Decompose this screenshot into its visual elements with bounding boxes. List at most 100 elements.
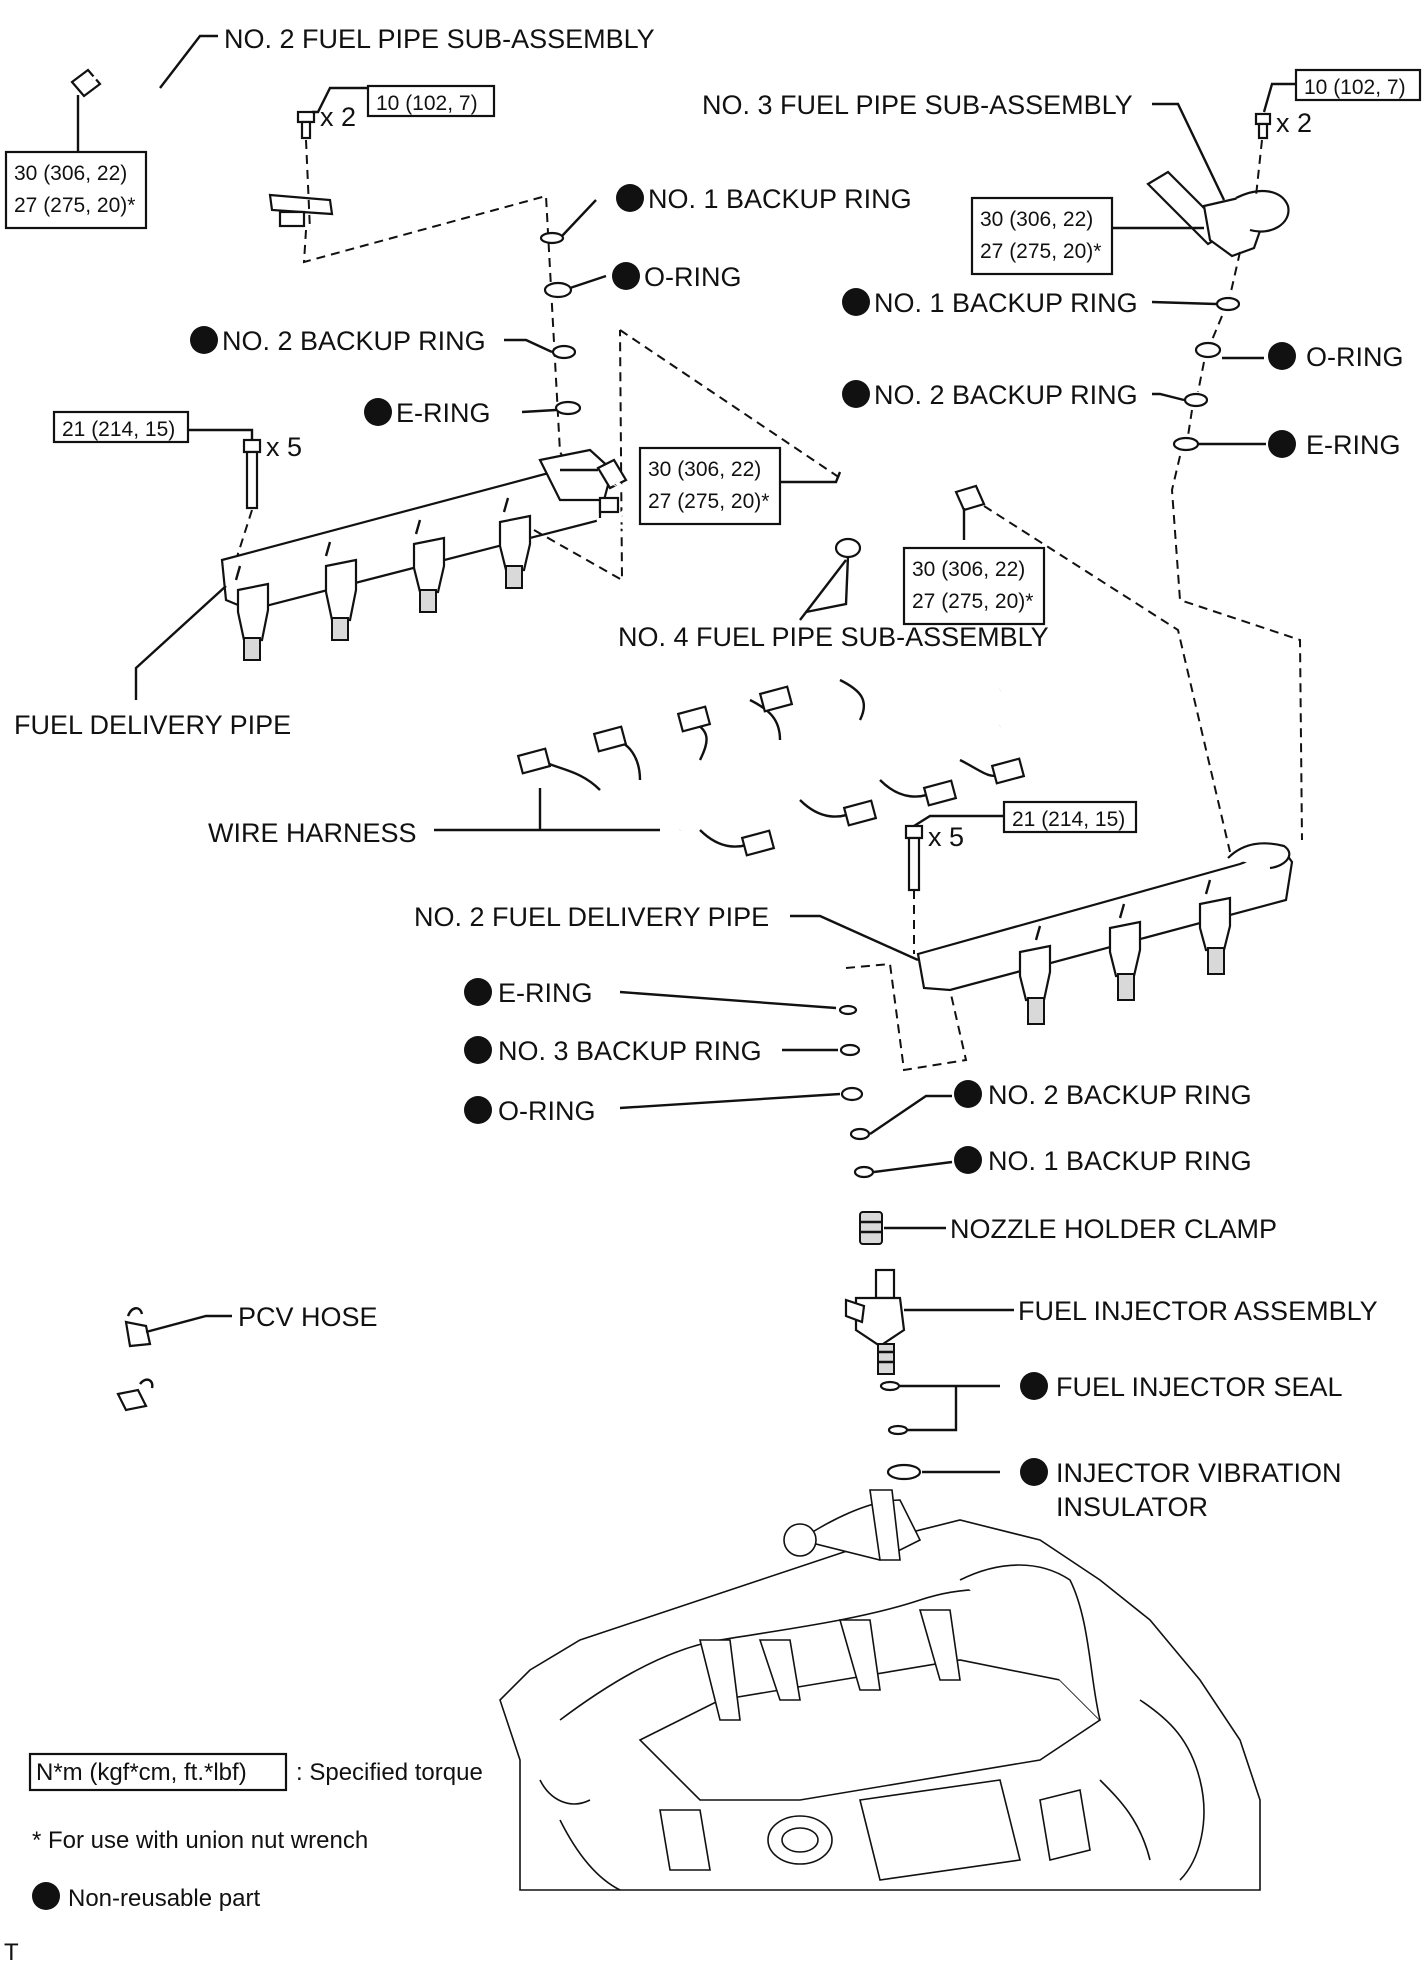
- leader-no3-fuel-pipe: [1152, 102, 1226, 201]
- legend-torque-box: [28, 1752, 288, 1792]
- torque-box-21-left: [52, 410, 190, 444]
- label-fuel-injector-seal: FUEL INJECTOR SEAL: [1056, 1372, 1343, 1402]
- e-ring-part: [838, 1004, 858, 1016]
- label-injector-vibration-insulator-1: INJECTOR VIBRATION: [1056, 1458, 1342, 1488]
- label-wire-harness: WIRE HARNESS: [208, 818, 417, 848]
- no2-backup-ring-part: [551, 344, 577, 360]
- label-fuel-delivery-pipe: FUEL DELIVERY PIPE: [14, 710, 291, 740]
- torque-union-a-left: 30 (306, 22): [14, 162, 127, 185]
- e-ring-part: [1172, 436, 1200, 452]
- label-no4-fuel-pipe: NO. 4 FUEL PIPE SUB-ASSEMBLY: [618, 622, 1049, 652]
- non-reusable-icon: [1268, 430, 1296, 458]
- fuel-injector-seal-part-2: [887, 1424, 909, 1436]
- non-reusable-icon: [1020, 1372, 1048, 1400]
- label-e-ring-left: E-RING: [396, 398, 491, 428]
- non-reusable-icon: [842, 288, 870, 316]
- fuel-injector-seal-part: [879, 1380, 901, 1392]
- legend-non-reusable: Non-reusable part: [68, 1885, 260, 1912]
- quantity-x5-right: x 5: [928, 822, 964, 852]
- no2-backup-ring-part: [849, 1127, 871, 1141]
- non-reusable-icon: [464, 1096, 492, 1124]
- torque-union-b-center-a: 27 (275, 20)*: [648, 490, 769, 513]
- label-no2-fuel-pipe: NO. 2 FUEL PIPE SUB-ASSEMBLY: [224, 24, 655, 54]
- e-ring-part: [554, 400, 582, 416]
- label-no1-backup-ring-lower: NO. 1 BACKUP RING: [988, 1146, 1252, 1176]
- label-e-ring-right: E-RING: [1306, 430, 1401, 460]
- label-o-ring-lower: O-RING: [498, 1096, 596, 1126]
- pcv-hose-part: [69, 1307, 154, 1412]
- injector-vibration-insulator-part: [886, 1463, 922, 1481]
- torque-box-union-left: [4, 150, 148, 230]
- label-no2-backup-ring-left: NO. 2 BACKUP RING: [222, 326, 486, 356]
- label-o-ring-right: O-RING: [1306, 342, 1404, 372]
- bolt-icon: [1254, 112, 1272, 140]
- wire-harness-part: [516, 678, 1026, 857]
- label-no1-backup-ring-left: NO. 1 BACKUP RING: [648, 184, 912, 214]
- non-reusable-icon: [954, 1146, 982, 1174]
- torque-box-10-left: [366, 84, 496, 118]
- torque-box-21-right: [1002, 800, 1138, 834]
- legend-torque-desc: : Specified torque: [296, 1759, 483, 1786]
- bolt-icon: [296, 110, 316, 140]
- bolt-icon: [904, 824, 924, 892]
- torque-21-left: 21 (214, 15): [62, 418, 175, 441]
- non-reusable-icon: [364, 398, 392, 426]
- torque-union-b-right: 27 (275, 20)*: [980, 240, 1101, 263]
- non-reusable-icon: [190, 326, 218, 354]
- no1-backup-ring-part: [853, 1165, 875, 1179]
- bolt-icon: [242, 438, 262, 510]
- torque-21-right: 21 (214, 15): [1012, 808, 1125, 831]
- non-reusable-icon: [954, 1080, 982, 1108]
- non-reusable-icon: [842, 380, 870, 408]
- fuel-delivery-pipe-part: [220, 448, 620, 661]
- label-pcv-hose: PCV HOSE: [238, 1302, 378, 1332]
- torque-union-a-center-a: 30 (306, 22): [648, 458, 761, 481]
- non-reusable-icon: [464, 978, 492, 1006]
- quantity-x2-left: x 2: [320, 102, 356, 132]
- torque-union-b-center-b: 27 (275, 20)*: [912, 590, 1033, 613]
- no3-backup-ring-part: [839, 1043, 861, 1057]
- o-ring-part: [840, 1086, 864, 1102]
- torque-box-union-center-a: [638, 446, 782, 526]
- torque-box-10-right: [1294, 68, 1422, 102]
- nozzle-holder-clamp-part: [859, 1211, 883, 1245]
- no1-backup-ring-part: [1215, 296, 1241, 312]
- no3-fuel-pipe-part: [1146, 170, 1290, 258]
- legend-torque-unit: N*m (kgf*cm, ft.*lbf): [36, 1759, 247, 1786]
- torque-union-a-right: 30 (306, 22): [980, 208, 1093, 231]
- leader-no2-fuel-delivery-pipe: [790, 914, 919, 962]
- label-no3-backup-ring: NO. 3 BACKUP RING: [498, 1036, 762, 1066]
- engine-illustration: [499, 1489, 1261, 1891]
- leader-no2-fuel-pipe: [159, 34, 218, 89]
- no4-fuel-pipe-part: [596, 458, 986, 563]
- label-injector-vibration-insulator-2: INSULATOR: [1056, 1492, 1208, 1522]
- torque-box-union-right: [970, 196, 1114, 276]
- label-e-ring-lower: E-RING: [498, 978, 593, 1008]
- torque-union-a-center-b: 30 (306, 22): [912, 558, 1025, 581]
- quantity-x5-left: x 5: [266, 432, 302, 462]
- label-nozzle-holder-clamp: NOZZLE HOLDER CLAMP: [950, 1214, 1277, 1244]
- no2-backup-ring-part: [1183, 392, 1209, 408]
- legend-union-note: * For use with union nut wrench: [32, 1827, 368, 1854]
- torque-10-right: 10 (102, 7): [1304, 76, 1406, 99]
- label-no2-backup-ring-right: NO. 2 BACKUP RING: [874, 380, 1138, 410]
- quantity-x2-right: x 2: [1276, 108, 1312, 138]
- o-ring-part: [1194, 341, 1222, 359]
- label-fuel-injector-assembly: FUEL INJECTOR ASSEMBLY: [1018, 1296, 1378, 1326]
- label-o-ring-left: O-RING: [644, 262, 742, 292]
- leader-fuel-delivery-pipe: [134, 585, 227, 700]
- no2-fuel-pipe-part: [70, 60, 334, 228]
- torque-box-union-center-b: [902, 546, 1046, 626]
- non-reusable-icon: [1020, 1458, 1048, 1486]
- non-reusable-icon: [32, 1882, 60, 1910]
- label-no1-backup-ring-right: NO. 1 BACKUP RING: [874, 288, 1138, 318]
- label-no3-fuel-pipe: NO. 3 FUEL PIPE SUB-ASSEMBLY: [702, 90, 1133, 120]
- torque-10-left: 10 (102, 7): [376, 92, 478, 115]
- fuel-injector-assembly-part: [844, 1268, 906, 1375]
- o-ring-part: [543, 281, 573, 299]
- non-reusable-icon: [1268, 342, 1296, 370]
- non-reusable-icon: [616, 184, 644, 212]
- no1-backup-ring-part: [539, 231, 565, 245]
- corner-mark: T: [4, 1939, 19, 1963]
